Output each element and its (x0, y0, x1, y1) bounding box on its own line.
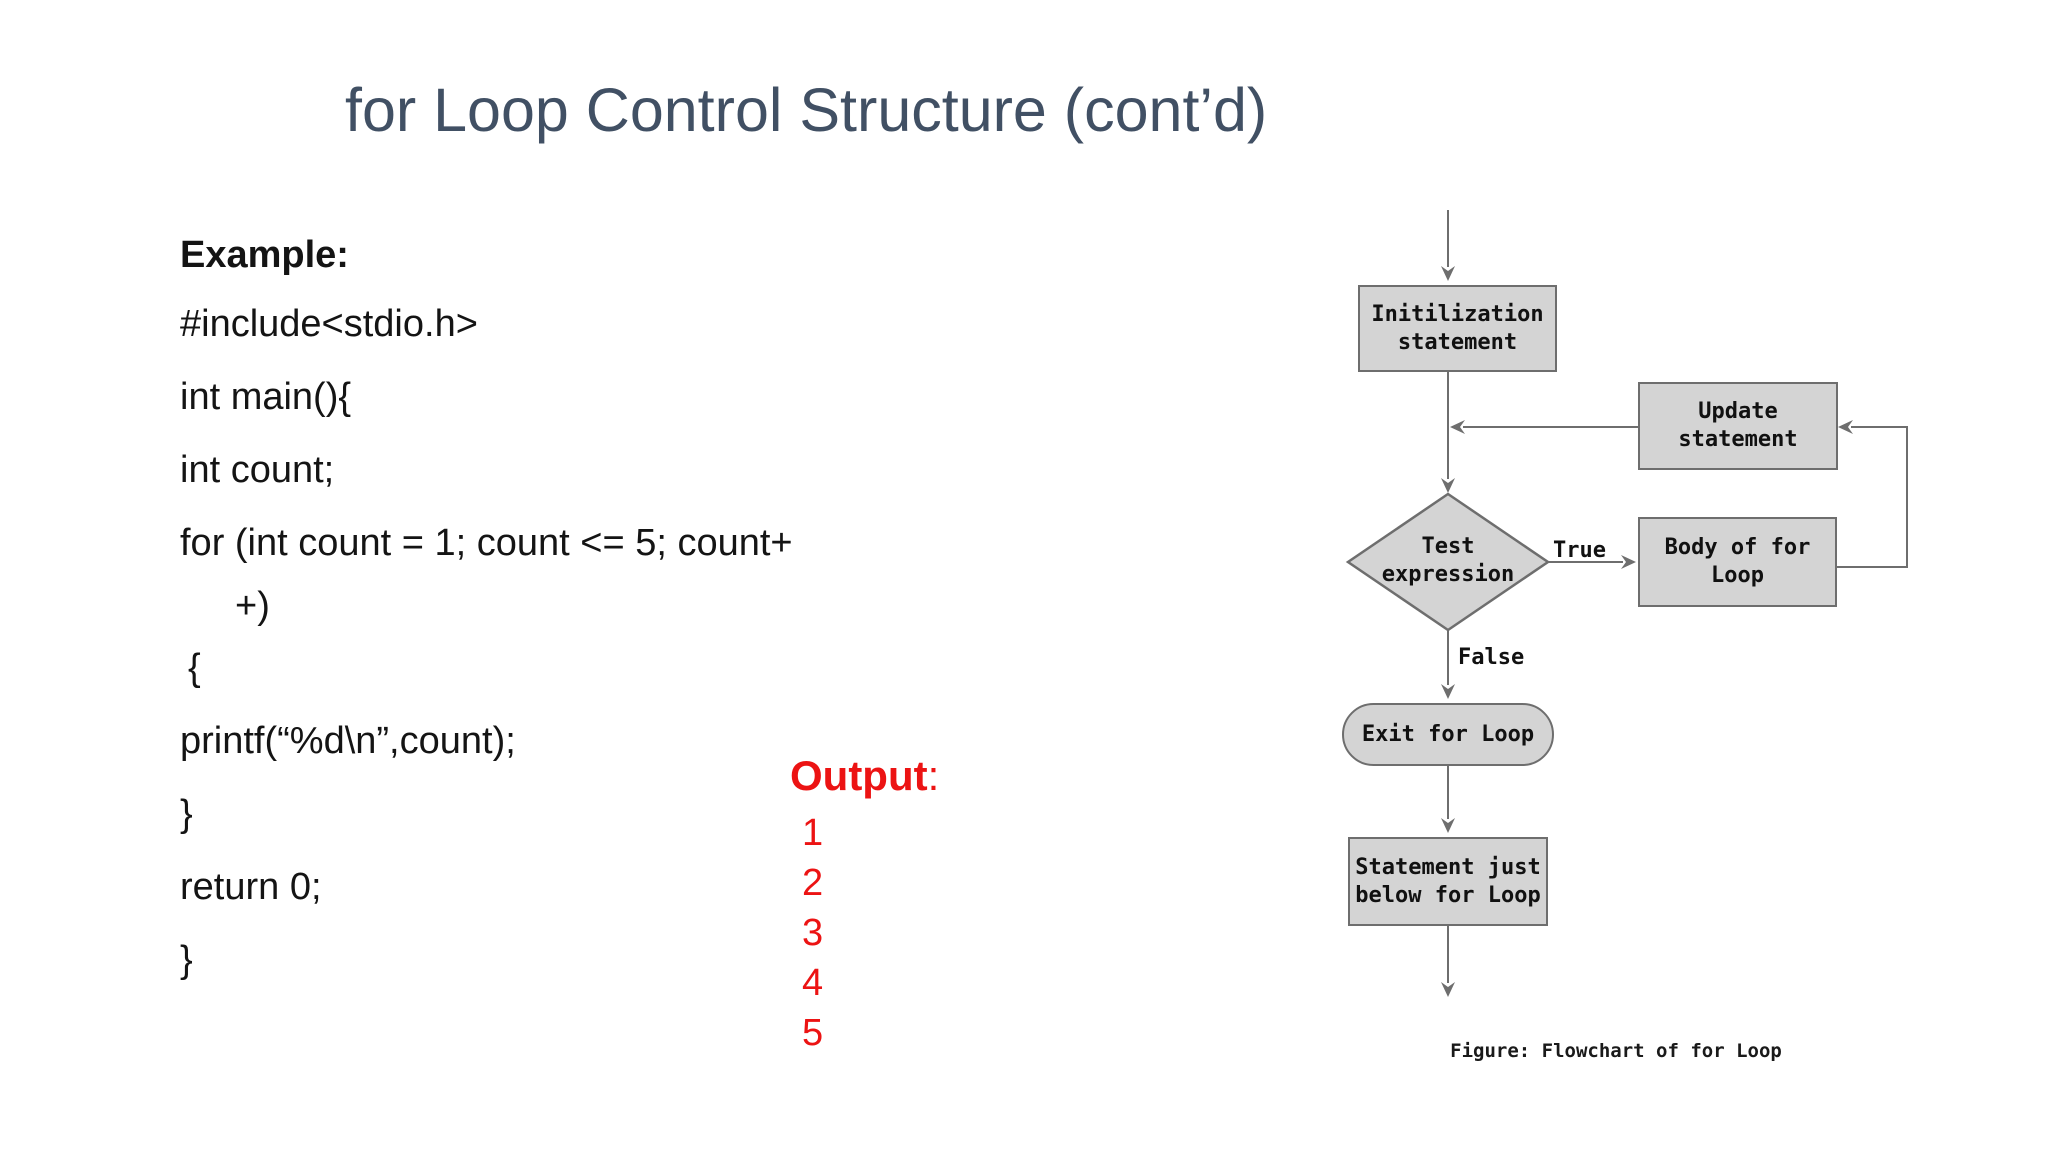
output-label: Output: (790, 752, 939, 800)
node-label-line: statement (1397, 329, 1518, 355)
node-exit-for-loop: Exit for Loop (1342, 703, 1554, 766)
output-values: 1 2 3 4 5 (802, 808, 939, 1058)
output-value: 3 (802, 912, 824, 954)
code-line: return 0; (180, 866, 322, 908)
node-test-expression-label: Test expression (1348, 533, 1548, 589)
output-value: 2 (802, 862, 824, 904)
node-label-line: Loop (1711, 563, 1764, 588)
arrowhead-down-icon (1441, 266, 1455, 281)
code-line: int main(){ (180, 376, 352, 418)
arrowhead-left-icon (1838, 420, 1853, 434)
node-label-line: Initilization (1371, 301, 1544, 327)
output-label-colon: : (927, 752, 940, 799)
node-initialization-statement: Initilization statement (1358, 285, 1557, 372)
code-line: for (int count = 1; count <= 5; count+ (180, 522, 793, 564)
arrowhead-down-icon (1441, 818, 1455, 833)
output-value: 4 (802, 962, 824, 1004)
test-expression-diamond (1345, 492, 1551, 632)
code-line: printf(“%d\n”,count); (180, 720, 516, 762)
code-heading: Example: (180, 233, 349, 276)
arrowhead-down-icon (1441, 478, 1455, 493)
node-label-line: Exit for Loop (1361, 721, 1535, 747)
node-label-line: statement (1678, 427, 1798, 452)
node-label-line: Body of for (1664, 535, 1811, 560)
node-label-line: below for Loop (1355, 882, 1541, 908)
arrowhead-right-icon (1621, 555, 1636, 569)
node-statement-below-for-loop: Statement just below for Loop (1348, 837, 1548, 926)
output-value: 1 (802, 812, 824, 854)
edge-label-false: False (1458, 645, 1525, 670)
node-update-statement: Update statement (1638, 382, 1838, 470)
node-label-line: expression (1381, 562, 1515, 587)
node-body-of-for-loop: Body of for Loop (1638, 517, 1837, 607)
code-line: } (180, 793, 193, 835)
slide-title: for Loop Control Structure (cont’d) (345, 76, 1268, 144)
node-label-line: Update (1698, 399, 1778, 424)
edge-label-true: True (1553, 538, 1606, 563)
output-block: Output: 1 2 3 4 5 (790, 752, 939, 1058)
node-label-line: Test (1421, 534, 1475, 559)
code-line: } (180, 939, 193, 981)
code-line-wrap: +) (235, 584, 270, 627)
code-line: #include<stdio.h> (180, 303, 478, 345)
edge-body-to-update (1837, 426, 1908, 568)
output-value: 5 (802, 1012, 824, 1054)
arrowhead-down-icon (1441, 982, 1455, 997)
code-line: int count; (180, 449, 335, 491)
code-block: Example: #include<stdio.h> int main(){ i… (180, 222, 793, 997)
figure-caption: Figure: Flowchart of for Loop (1450, 1040, 1782, 1062)
arrowhead-left-icon (1450, 420, 1465, 434)
output-label-text: Output (790, 752, 928, 799)
arrowhead-down-icon (1441, 684, 1455, 699)
node-label-line: Statement just (1355, 854, 1541, 880)
code-line: { (188, 647, 201, 689)
